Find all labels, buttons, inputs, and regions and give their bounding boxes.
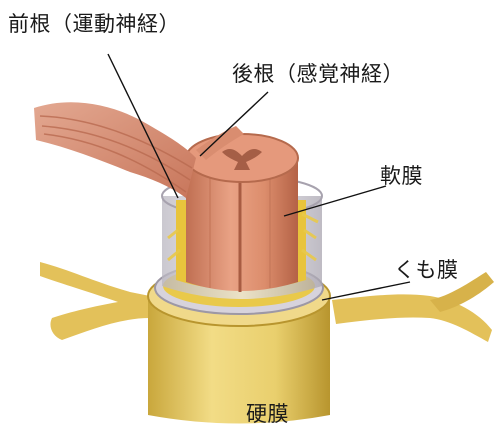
right-spinal-nerve — [332, 294, 492, 342]
left-spinal-nerve — [40, 262, 150, 340]
pia-mater-label: 軟膜 — [380, 166, 423, 187]
posterior-root-label: 後根（感覚神経） — [232, 64, 404, 85]
arachnoid-label: くも膜 — [394, 260, 459, 281]
dura-mater-label: 硬膜 — [246, 404, 289, 425]
anterior-root-label: 前根（運動神経） — [8, 14, 180, 35]
